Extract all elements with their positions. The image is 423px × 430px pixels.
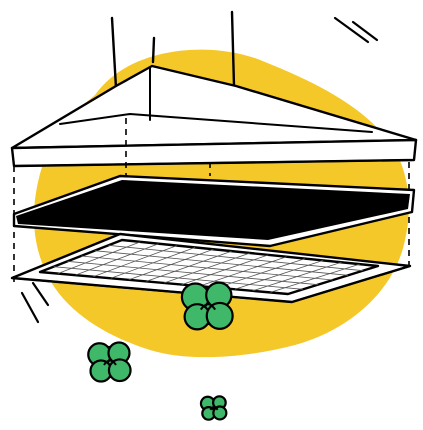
smoke-puff	[182, 283, 233, 330]
smoke-puff	[88, 343, 130, 382]
smoke-puff	[201, 396, 226, 419]
